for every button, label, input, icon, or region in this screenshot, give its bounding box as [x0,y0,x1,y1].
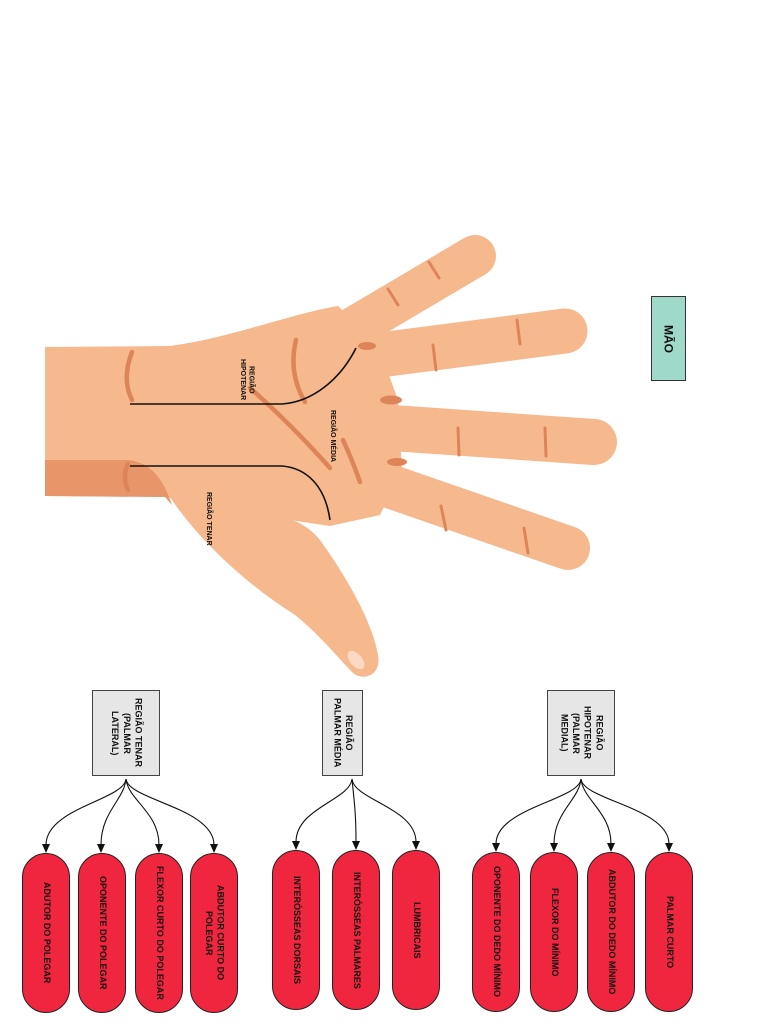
heading-text: REGIÃO HIPOTENAR (PALMAR MEDIAL) [559,706,605,760]
muscle-flexor-digiti-minimi: FLEXOR DO MÍNIMO [530,852,578,1012]
wrist-crease-upper [124,349,135,403]
arrowhead [607,843,615,852]
arrowhead [352,841,360,850]
arrowhead [155,844,163,853]
arrowhead [412,841,420,850]
arrows [42,778,673,853]
webbing-middle-index [387,458,407,466]
hand-label-thenar: REGIÃO TENAR [204,492,212,546]
hand-label-hypothenar: REGIÃO HIPOTENAR [238,359,255,401]
middle-finger [369,405,617,465]
arrowhead [97,844,105,853]
muscle-label: ADUTOR DO POLEGAR [41,882,52,984]
muscle-abductor-digiti-minimi: ABDUTOR DO DEDO MÍNIMO [587,852,635,1012]
diagram-title: MÃO [651,296,686,381]
muscle-label: OPONENTE DO POLEGAR [97,876,108,990]
arrow [125,778,215,846]
arrow [495,778,582,845]
index-finger [370,465,590,570]
hypothenar-boundary-line [130,347,357,405]
muscle-label: FLEXOR DO MÍNIMO [549,887,560,977]
wrist-shadow [45,460,172,505]
muscle-lumbricals: LUMBRICAIS [392,850,440,1010]
arrow [100,778,127,846]
webbing-ring-middle [380,395,402,405]
muscle-label: PALMAR CURTO [664,895,675,969]
muscle-flexor-pollicis-brevis: FLEXOR CURTO DO POLEGAR [135,853,183,1013]
muscle-label: ABDUTOR DO DEDO MÍNIMO [606,869,617,995]
heading-thenar-region: REGIÃO TENAR (PALMAR LATERAL) [92,690,160,776]
palm-crease-hypothenar [291,337,308,405]
muscle-label: INTERÓSSEAS DORSAIS [291,875,302,985]
index-finger-crease [439,504,448,532]
heading-text: REGIÃO PALMAR MÉDIA [332,698,355,768]
heading-text: REGIÃO TENAR (PALMAR LATERAL) [110,698,144,768]
thumb-nail [347,650,365,670]
muscle-abductor-pollicis-brevis: ABDUTOR CURTO DO POLEGAR [190,853,238,1013]
arrowhead [42,844,50,853]
heading-hypothenar-region: REGIÃO HIPOTENAR (PALMAR MEDIAL) [547,690,615,776]
arrow [580,778,612,845]
middle-finger-crease [543,426,548,458]
muscle-palmaris-brevis: PALMAR CURTO [645,852,693,1012]
muscle-label: LUMBRICAIS [411,901,422,959]
index-finger-crease [522,526,530,555]
muscle-label: OPONENTE DO DEDO MÍNIMO [491,866,502,998]
ring-finger [349,308,588,379]
muscle-adductor-pollicis: ADUTOR DO POLEGAR [22,853,70,1013]
arrow [125,778,160,846]
arrowhead [550,843,558,852]
arrowhead [292,841,300,850]
arrow [553,778,582,845]
ring-finger-crease [431,343,438,372]
palm-crease-middle [340,437,363,485]
arrow [351,778,357,843]
middle-finger-crease [456,426,461,457]
webbing-little-ring [358,342,376,350]
heading-middle-region: REGIÃO PALMAR MÉDIA [322,690,363,776]
thenar-boundary-line [130,465,331,521]
diagram-title-text: MÃO [661,324,676,353]
muscle-label: FLEXOR CURTO DO POLEGAR [154,866,165,1000]
wrist-crease-lower [122,461,131,493]
arrow [45,778,127,846]
arrowhead [665,843,673,852]
arrow [580,778,670,845]
palm-crease-diagonal [247,385,333,471]
muscle-palmar-interossei: INTERÓSSEAS PALMARES [332,850,380,1010]
little-finger-crease [427,260,441,280]
muscle-opponens-pollicis: OPONENTE DO POLEGAR [78,853,126,1013]
arrowhead [210,844,218,853]
hand-label-middle: REGIÃO MÉDIA [328,410,336,463]
muscle-dorsal-interossei: INTERÓSSEAS DORSAIS [272,850,320,1010]
thumb [170,497,379,677]
muscle-label: INTERÓSSEAS PALMARES [351,871,362,989]
little-finger [329,235,496,351]
arrow [295,778,353,843]
muscle-opponens-digiti-minimi: OPONENTE DO DEDO MÍNIMO [472,852,520,1012]
muscle-label: ABDUTOR CURTO DO POLEGAR [204,885,226,981]
hand-illustration [45,235,617,677]
ring-finger-crease [515,318,522,346]
arrowhead [492,843,500,852]
little-finger-crease [386,287,400,307]
arrow [351,778,417,843]
